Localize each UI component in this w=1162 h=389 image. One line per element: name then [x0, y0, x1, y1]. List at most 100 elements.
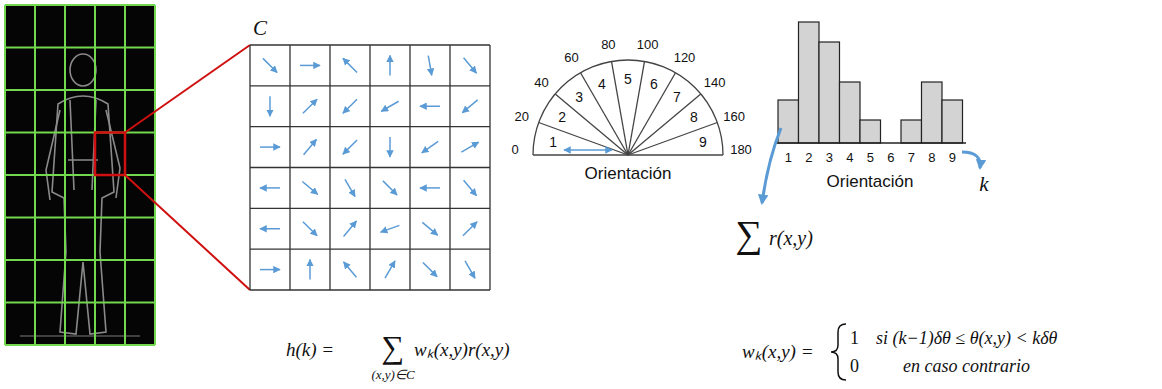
gradient-arrow: [343, 99, 357, 113]
gradient-arrow: [423, 263, 437, 277]
grid-line: [5, 4, 155, 6]
grid-line: [250, 289, 490, 290]
axis-tick: 3: [826, 151, 833, 164]
grid-line: [5, 302, 155, 304]
gradient-arrow: [381, 225, 400, 232]
photo-background: [5, 5, 155, 345]
grid-line: [5, 47, 155, 49]
pedestrian-figure: [20, 54, 140, 336]
sum-symbol: ∑: [382, 331, 405, 363]
sum-symbol: ∑: [735, 215, 762, 253]
gradient-arrow: [304, 139, 317, 154]
orientation-semicircle: [533, 60, 723, 155]
bin-pointer-arrow: [962, 152, 980, 168]
angle-label: 140: [704, 76, 726, 89]
zoom-line: [125, 175, 250, 290]
gradient-arrow: [389, 55, 391, 75]
bin-number: 3: [575, 90, 583, 104]
gradient-arrow: [463, 222, 477, 236]
head-outline: [70, 54, 96, 86]
grid-line: [5, 217, 155, 219]
gradient-arrows: [260, 55, 479, 279]
angle-label: 160: [723, 110, 745, 123]
histogram-bar: [819, 42, 840, 143]
angle-label: 180: [730, 143, 752, 156]
angle-label: 0: [511, 143, 518, 156]
axis-tick: 9: [949, 151, 956, 164]
grid-line: [489, 45, 490, 290]
gradient-arrow: [422, 222, 437, 235]
angle-label: 80: [601, 38, 615, 51]
cell-grid: [5, 5, 155, 345]
selected-cell: [95, 133, 125, 176]
bin-number: 9: [699, 135, 707, 149]
axis-tick: 4: [846, 151, 853, 164]
formula-text: wₖ(x,y) =: [742, 342, 814, 361]
gradient-arrow: [343, 140, 357, 154]
bin-spoke: [533, 154, 628, 155]
gradient-arrow: [462, 100, 477, 113]
formula-text: wₖ(x,y)r(x,y): [414, 340, 510, 359]
gradient-arrow: [303, 222, 317, 236]
gradient-arrow: [389, 137, 391, 157]
angle-label: 20: [515, 110, 529, 123]
grid-line: [5, 174, 155, 176]
coat-outline: [68, 100, 98, 190]
histogram-bar: [840, 82, 861, 143]
grid-line: [5, 259, 155, 261]
orientation-arrow: [564, 149, 612, 151]
gradient-arrow: [309, 260, 311, 280]
zoom-line: [125, 45, 250, 133]
formula-text: r(x,y): [769, 228, 813, 248]
histogram-bar: [799, 22, 820, 143]
grid-line: [5, 89, 155, 91]
grid-line: [5, 344, 155, 346]
angle-label: 40: [534, 76, 548, 89]
gradient-grid: [250, 45, 490, 290]
angle-label: 120: [674, 51, 696, 64]
arm-outline: [46, 110, 120, 200]
semicircle-arc: [533, 60, 723, 155]
histogram-bar: [942, 100, 963, 143]
bin-number: 2: [558, 110, 566, 124]
gradient-arrow: [464, 180, 477, 195]
bin-spoke: [555, 94, 628, 155]
gradient-arrow: [269, 96, 271, 116]
gradient-arrow: [422, 141, 438, 152]
grid-line: [5, 132, 155, 134]
variable-label: k: [979, 174, 988, 195]
gradient-arrow: [344, 221, 357, 236]
axis-tick: 1: [785, 151, 792, 164]
gradient-arrow: [428, 56, 431, 76]
grid-line: [449, 45, 450, 290]
axis-tick: 5: [867, 151, 874, 164]
gradient-arrow: [383, 181, 397, 195]
gradient-arrow: [345, 179, 355, 196]
formula-value: 1: [850, 329, 859, 347]
bin-spoke: [628, 73, 676, 155]
gradient-arrow: [344, 262, 357, 277]
bin-number: 4: [598, 77, 606, 91]
bin-number: 5: [624, 72, 632, 86]
grid-name: C: [253, 18, 267, 39]
gradient-arrow: [260, 146, 280, 148]
formula-condition: si (k−1)δθ ≤ θ(x,y) < kδθ: [876, 329, 1057, 347]
axis-title: Orientación: [585, 165, 672, 182]
gradient-arrow: [385, 261, 395, 278]
cell-grid-box: C: [250, 45, 490, 290]
axis-tick: 7: [908, 151, 915, 164]
gradient-arrow: [420, 106, 440, 108]
angle-label: 100: [637, 38, 659, 51]
gradient-arrow: [381, 101, 398, 111]
histogram-bar: [922, 82, 943, 143]
gradient-arrow: [260, 187, 280, 189]
axis-tick: 6: [887, 151, 894, 164]
gradient-arrow: [263, 58, 277, 72]
grid-line: [250, 208, 490, 209]
gradient-arrow: [260, 269, 280, 271]
bin-number: 7: [673, 90, 681, 104]
formula-value: 0: [850, 357, 859, 375]
bin-spoke: [628, 154, 723, 155]
formula-text: h(k) =: [286, 340, 334, 359]
